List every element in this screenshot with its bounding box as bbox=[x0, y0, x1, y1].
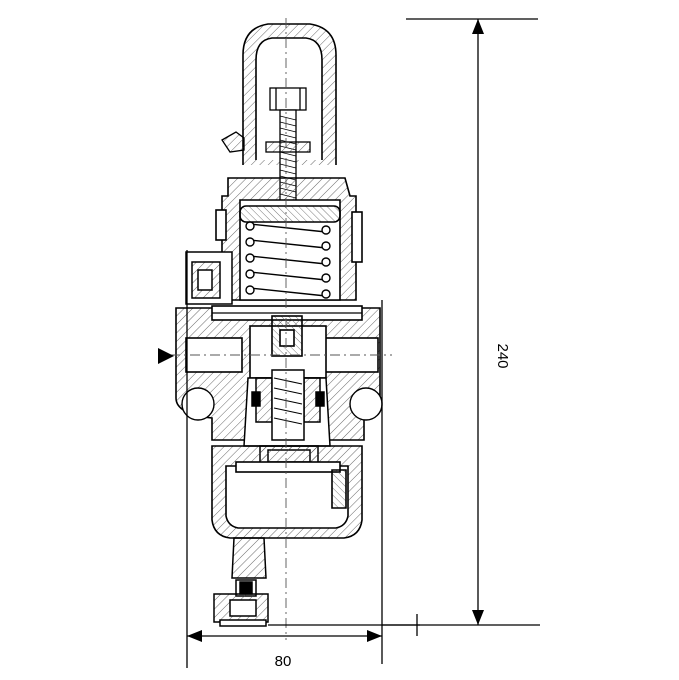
flow-arrow-icon bbox=[158, 348, 174, 364]
body-bosses bbox=[181, 387, 383, 421]
dimension-arrows bbox=[187, 19, 484, 642]
height-dimension-label: 240 bbox=[494, 343, 511, 368]
vent-nub bbox=[221, 131, 245, 153]
dimension-lines bbox=[186, 18, 540, 668]
centerlines bbox=[170, 18, 392, 640]
gauge-port bbox=[185, 251, 233, 305]
main-spring bbox=[245, 221, 331, 299]
drain-valve bbox=[213, 537, 269, 627]
width-dimension-label: 80 bbox=[275, 653, 292, 670]
filter-bowl bbox=[211, 445, 363, 539]
spring-housing bbox=[215, 177, 363, 301]
